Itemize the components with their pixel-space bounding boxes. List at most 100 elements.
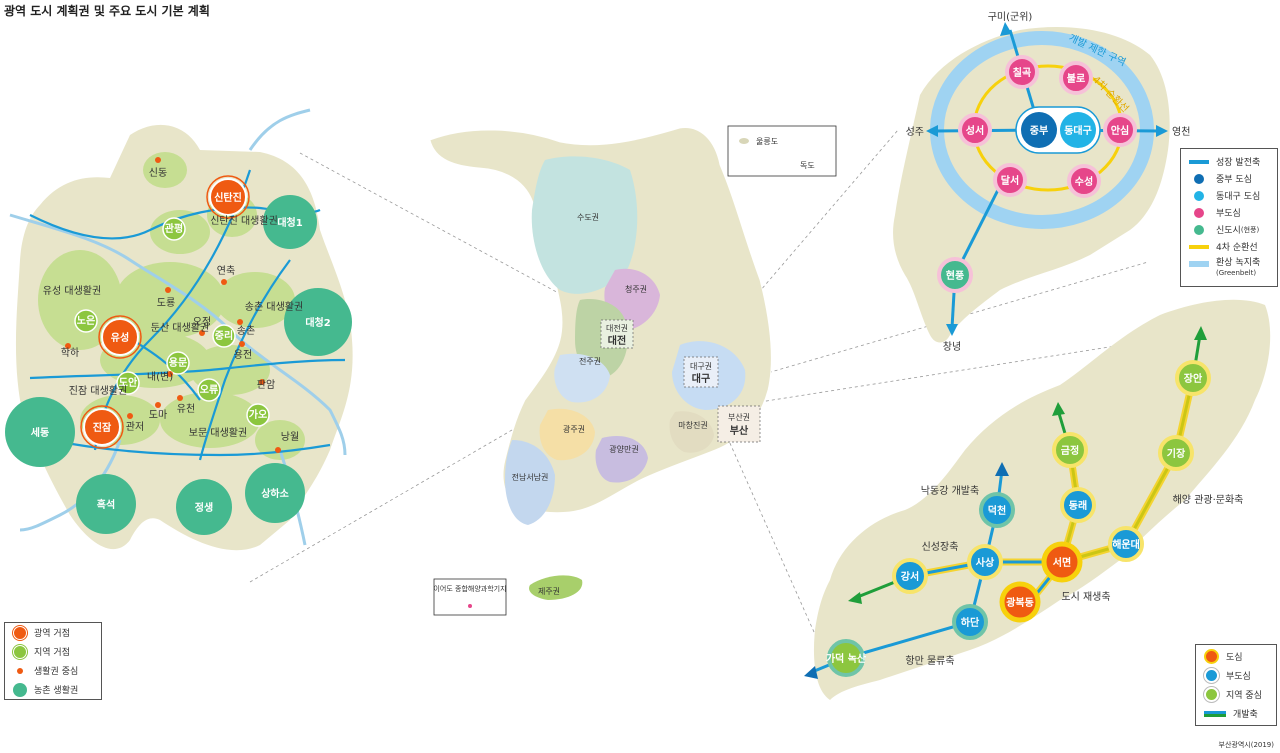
busan-legend: 도심 부도심 지역 중심 개발축 [1195, 644, 1277, 726]
region-label: 광양만권 [609, 444, 638, 454]
place-label: 관저 [126, 421, 144, 433]
blue-bar-icon [1189, 159, 1209, 164]
legend-label: 4차 순환선 [1216, 243, 1258, 253]
legend-item: 성장 발전축 [1181, 153, 1277, 170]
teal-circle-icon [13, 682, 27, 697]
lightblue-dot-icon [1194, 190, 1204, 201]
busan-downtown: 서면 광복동 [999, 541, 1083, 623]
place-label: 송촌 대생활권 [245, 300, 303, 313]
hub-label: 진잠 [93, 421, 112, 434]
hub-label: 신탄진 [214, 191, 242, 204]
place-label: 유성 대생활권 [43, 284, 101, 297]
place-label: 진잠 대생활권 [69, 384, 127, 397]
busan-local-centers: 금정 동래 기장 장안 가덕 녹산 [826, 360, 1211, 677]
local-label: 금정 [1061, 444, 1079, 457]
sub-center-label: 강서 [901, 570, 919, 583]
legend-label: 부도심 [1216, 209, 1241, 219]
local-hubs: 관평 노은 도안 용문 중리 오류 가오 [74, 217, 270, 427]
sub-center-label: 해운대 [1112, 538, 1140, 551]
axis-label: 항만 물류축 [905, 655, 954, 667]
downtown-label: 서면 [1053, 556, 1071, 569]
place-label: 둔산 대생활권 [151, 321, 209, 334]
legend-item: 동대구 도심 [1181, 187, 1277, 204]
rural-label: 상하소 [261, 487, 289, 500]
legend-label: 도심 [1226, 653, 1243, 663]
region-label: 전주권 [579, 356, 601, 366]
place-label: 학하 [61, 346, 79, 359]
region-label: 제주권 [538, 586, 560, 596]
daegu-sub-centers: 칠곡 불로 안심 수성 달서 성서 [958, 55, 1137, 198]
region-label: 대구권 [690, 361, 712, 371]
legend-label: 지역 중심 [1226, 691, 1262, 701]
place-label: 도룡 [157, 297, 175, 309]
local-label: 동래 [1069, 499, 1087, 512]
legend-item: 지역 거점 [5, 642, 101, 661]
ulleung-inset: 울릉도 독도 [727, 125, 837, 177]
axis-label: 도시 재생축 [1061, 591, 1110, 603]
island-label: 울릉도 [756, 137, 778, 146]
region-label: 부산권 [728, 412, 750, 422]
place-label: 신탄진 대생활권 [210, 214, 278, 227]
orange-ring-icon [13, 625, 27, 640]
direction-south: 창녕 [943, 341, 961, 353]
sub-center-label: 달서 [1001, 174, 1019, 187]
region-seoul [531, 156, 638, 294]
region-label: 전남서남권 [512, 472, 549, 482]
busan-sub-centers: 덕천 사상 강서 하단 해운대 [892, 492, 1144, 640]
legend-item: 부도심 [1196, 666, 1276, 685]
axis-label: 낙동강 개발축 [921, 485, 979, 497]
region-gwangyang [595, 436, 648, 483]
page-title: 광역 도시 계획권 및 주요 도시 기본 계획 [4, 4, 210, 18]
sub-center-label: 안심 [1111, 124, 1129, 137]
place-label: 내(변) [147, 371, 173, 383]
sub-center-label: 성서 [966, 124, 984, 137]
legend-label: 중부 도심 [1216, 175, 1252, 185]
legend-label: 환상 녹지축 [1216, 258, 1261, 268]
living-zones [38, 152, 305, 460]
region-label: 광주권 [563, 424, 585, 434]
blue-green-bar-icon [1204, 710, 1226, 717]
place-label: 용전 [234, 349, 252, 361]
legend-label: 광역 거점 [34, 629, 70, 639]
place-label: 판암 [257, 379, 275, 391]
region-gwangju [539, 408, 595, 461]
local-label: 오류 [200, 384, 218, 396]
local-label: 가오 [249, 408, 267, 421]
legend-label: 신도시 [1216, 226, 1241, 236]
daejeon-map: 대청1 대청2 세동 흑석 정생 상하소 신탄진 유성 진잠 [5, 108, 353, 551]
center-label: 중부 [1030, 125, 1048, 137]
pink-dot-icon [1194, 207, 1204, 218]
legend-sublabel: (현풍) [1240, 225, 1260, 234]
local-label: 용문 [169, 357, 187, 369]
new-town-node [937, 257, 973, 293]
legend-label: 부도심 [1226, 672, 1251, 682]
legend-label: 개발축 [1233, 710, 1258, 720]
axis-label: 해양 관광·문화축 [1173, 493, 1244, 506]
yellow-bar-icon [1189, 244, 1209, 249]
place-label: 오정 [193, 316, 211, 328]
lightblue-bar-icon [1189, 261, 1209, 267]
center-label: 동대구 [1064, 124, 1092, 137]
direction-east: 영천 [1172, 126, 1190, 138]
sub-center-label: 덕천 [988, 504, 1006, 517]
region-changwon [669, 411, 714, 453]
green-dot-icon [1204, 687, 1219, 702]
source-credit: 부산광역시(2019) [1218, 741, 1274, 749]
legend-sublabel: (Greenbelt) [1216, 269, 1257, 277]
sub-center-label: 불로 [1067, 73, 1085, 85]
small-dot-icon [17, 667, 23, 674]
ieodo-label: 이어도 종합해양과학기지 [433, 584, 506, 593]
local-label: 가덕 녹산 [826, 652, 867, 665]
city-label: 대전 [608, 334, 626, 347]
region-label: 수도권 [577, 212, 599, 222]
region-label: 마창진권 [678, 420, 707, 430]
place-label: 도마 [149, 409, 167, 421]
blue-dot-icon [1204, 668, 1219, 683]
place-label: 연축 [217, 265, 235, 277]
ieodo-inset: 이어도 종합해양과학기지 [433, 578, 507, 616]
busan-axis-labels: 낙동강 개발축 신성장축 도시 재생축 항만 물류축 해양 관광·문화축 [905, 485, 1243, 667]
direction-west: 성주 [906, 126, 924, 138]
new-town-label: 현풍 [946, 269, 964, 282]
hub-label: 유성 [111, 331, 129, 344]
